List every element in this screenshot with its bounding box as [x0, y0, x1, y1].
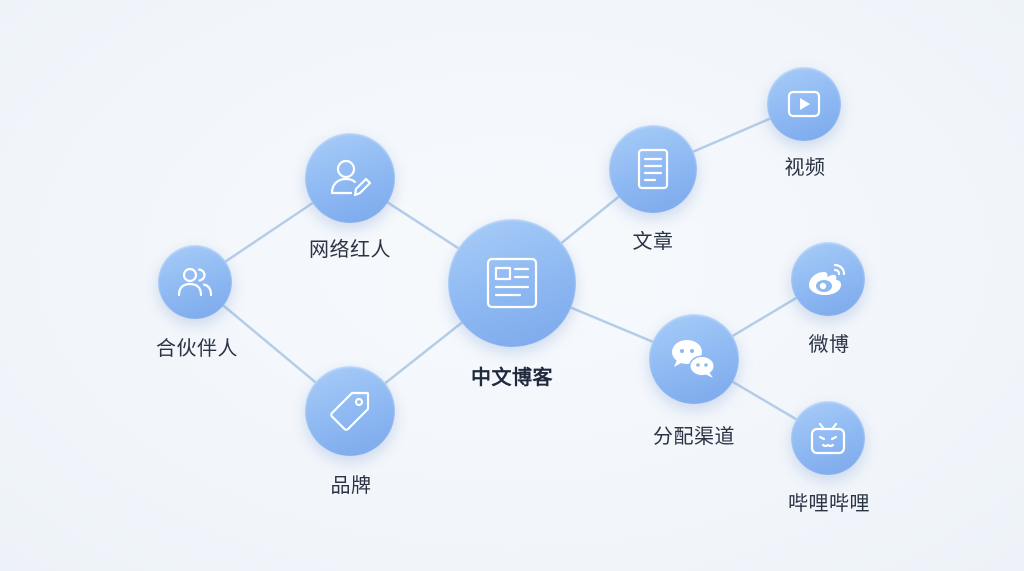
node-bilibili[interactable] — [791, 401, 865, 475]
bilibili-tv-icon — [810, 422, 846, 455]
weibo-icon — [809, 263, 846, 295]
document-icon — [637, 148, 669, 190]
label-article: 文章 — [632, 229, 674, 253]
node-brand[interactable] — [305, 366, 395, 456]
label-brand: 品牌 — [330, 473, 372, 497]
label-center: 中文博客 — [471, 365, 553, 389]
user-edit-icon — [330, 159, 372, 197]
label-influencer: 网络红人 — [309, 237, 391, 261]
label-bilibili: 哔哩哔哩 — [788, 491, 870, 515]
users-icon — [177, 267, 213, 297]
node-partner[interactable] — [158, 245, 232, 319]
label-partner: 合伙伴人 — [156, 336, 238, 360]
tag-icon — [330, 391, 370, 431]
chat-bubbles-icon — [672, 340, 715, 378]
node-video[interactable] — [767, 67, 841, 141]
label-channels: 分配渠道 — [653, 424, 735, 448]
node-article[interactable] — [609, 125, 697, 213]
label-weibo: 微博 — [808, 332, 850, 356]
node-channels[interactable] — [649, 314, 739, 404]
node-weibo[interactable] — [791, 242, 865, 316]
node-center[interactable] — [448, 219, 576, 347]
node-influencer[interactable] — [305, 133, 395, 223]
play-icon — [787, 90, 821, 118]
newspaper-icon — [486, 257, 538, 309]
label-video: 视频 — [784, 155, 826, 179]
